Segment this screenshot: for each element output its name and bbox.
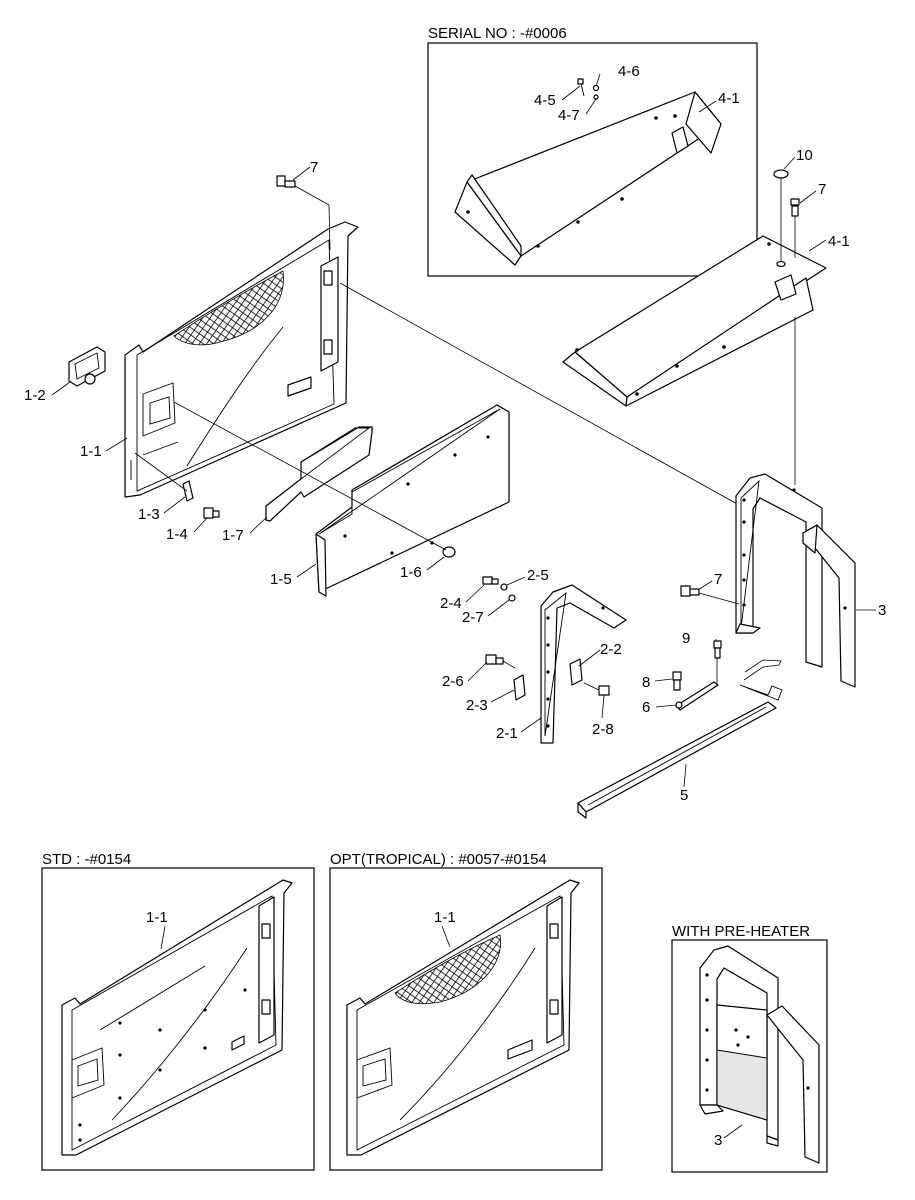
label-7-mid: 7: [714, 571, 722, 588]
std-frame: [41, 867, 315, 1171]
label-9: 9: [682, 630, 690, 647]
caption-opt: OPT(TROPICAL) : #0057-#0154: [330, 851, 547, 868]
label-2-6: 2-6: [442, 673, 464, 690]
guide-line-3: [743, 659, 782, 681]
door-opt: [346, 879, 580, 1156]
label-1-1: 1-1: [80, 443, 102, 460]
washer-2-7: [508, 594, 516, 602]
shroud-3: [735, 317, 856, 688]
caption-std: STD : -#0154: [42, 851, 131, 868]
lever-6: [675, 681, 719, 711]
label-2-7: 2-7: [462, 609, 484, 626]
bolt-2-6: [485, 654, 516, 669]
label-3: 3: [878, 602, 886, 619]
label-4-5: 4-5: [534, 92, 556, 109]
bolt-9: [713, 640, 722, 684]
label-4-6: 4-6: [618, 63, 640, 80]
label-2-3: 2-3: [466, 697, 488, 714]
label-3-preheater: 3: [714, 1132, 722, 1149]
label-1-4: 1-4: [166, 526, 188, 543]
shroud-preheater: [699, 945, 820, 1164]
rail-5: [577, 684, 783, 819]
label-4-7: 4-7: [558, 107, 580, 124]
bolt-4-5: [577, 78, 585, 97]
label-5: 5: [680, 787, 688, 804]
bolt-1-4: [203, 507, 220, 519]
label-1-3: 1-3: [138, 506, 160, 523]
plug-1-6: [442, 546, 456, 558]
label-1-1-std: 1-1: [146, 909, 168, 926]
bracket-2-3: [513, 674, 526, 701]
label-1-1-opt: 1-1: [434, 909, 456, 926]
bracket-2-1: [540, 584, 627, 744]
guide-line: [339, 282, 740, 506]
label-4-1-serial: 4-1: [718, 90, 740, 107]
bolt-2-4: [482, 576, 499, 585]
washer-2-5: [500, 583, 508, 591]
label-1-2: 1-2: [24, 387, 46, 404]
label-2-4: 2-4: [440, 595, 462, 612]
label-10: 10: [796, 147, 813, 164]
bracket-2-2: [569, 658, 583, 686]
bolt-8: [672, 671, 682, 691]
pad-1-7: [265, 426, 373, 522]
washer-4-7: [593, 94, 599, 100]
bolt-7-right: [790, 198, 800, 258]
label-7-right: 7: [818, 181, 826, 198]
bolt-7-top: [276, 175, 331, 251]
label-6: 6: [642, 699, 650, 716]
pad-1-5: [315, 404, 510, 597]
latch-1-2: [68, 346, 106, 387]
caption-serial: SERIAL NO : -#0006: [428, 25, 567, 42]
caption-preheater: WITH PRE-HEATER: [672, 923, 810, 940]
knob-10: [773, 169, 789, 262]
preheater-frame: [671, 939, 828, 1173]
plate-4-1-serial: [454, 91, 722, 266]
label-2-2: 2-2: [600, 641, 622, 658]
leader-lines: [51, 73, 876, 1139]
label-1-5: 1-5: [270, 571, 292, 588]
label-2-1: 2-1: [496, 725, 518, 742]
label-7-top: 7: [310, 159, 318, 176]
bolt-7-mid: [680, 585, 740, 605]
clip-1-3: [134, 452, 194, 502]
label-1-6: 1-6: [400, 564, 422, 581]
door-1-1: [124, 221, 359, 498]
plate-4-1: [562, 235, 827, 407]
door-std: [61, 879, 293, 1156]
label-2-8: 2-8: [592, 721, 614, 738]
guide-line-2: [173, 401, 447, 551]
label-4-1: 4-1: [828, 233, 850, 250]
serial-frame: [427, 42, 758, 277]
label-8: 8: [642, 674, 650, 691]
label-1-7: 1-7: [222, 527, 244, 544]
washer-4-6: [592, 84, 600, 92]
bolt-2-8: [583, 682, 610, 696]
label-2-5: 2-5: [527, 567, 549, 584]
opt-frame: [329, 867, 603, 1171]
